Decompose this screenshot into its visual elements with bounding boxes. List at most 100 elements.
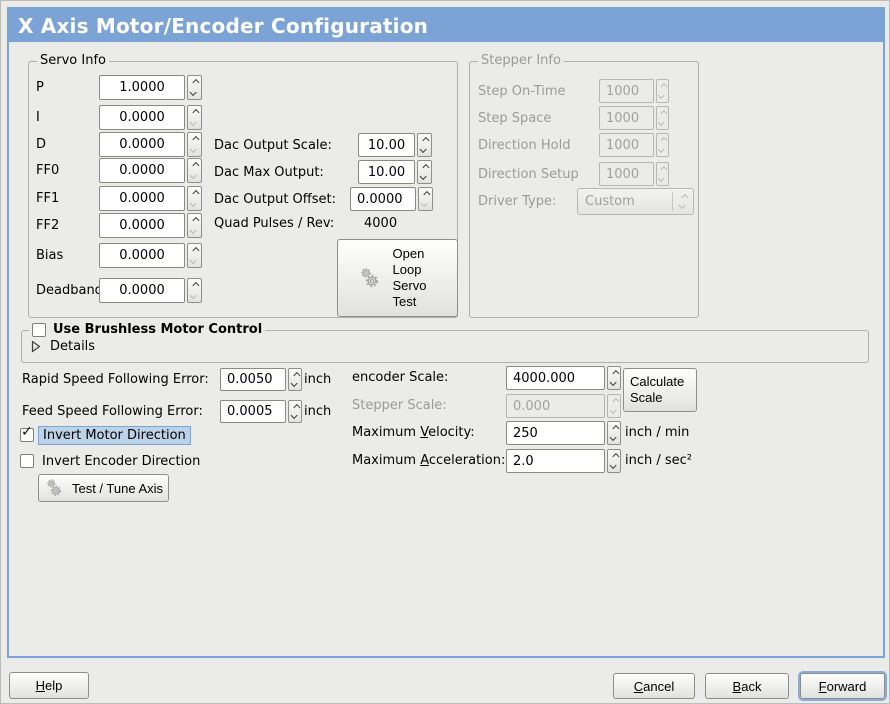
p-spinner[interactable] (187, 75, 202, 100)
step-space-spinner (656, 106, 669, 130)
feed-following-error-input[interactable] (220, 400, 286, 423)
servo-info-legend: Servo Info (37, 53, 109, 68)
driver-type-value: Custom (585, 194, 635, 209)
gears-icon (47, 479, 62, 496)
expander-arrow-icon (31, 340, 41, 353)
stepper-scale-spinner (607, 394, 621, 418)
maximum-acceleration-spinner[interactable] (607, 449, 621, 473)
combo-divider (672, 192, 673, 211)
dac-max-output-spinner[interactable] (417, 160, 432, 184)
ff1-label: FF1 (36, 191, 60, 206)
servo-info-frame: Servo Info P I D FF0 FF1 FF2 (28, 53, 458, 318)
bias-input[interactable] (99, 243, 185, 268)
step-on-time-input (599, 79, 654, 103)
invert-motor-checkbox[interactable]: ✓ (20, 424, 34, 442)
d-label: D (36, 137, 47, 152)
deadband-input[interactable] (99, 278, 185, 303)
ff2-input[interactable] (99, 213, 185, 238)
ff2-spinner[interactable] (187, 213, 202, 238)
step-on-time-spinner (656, 79, 669, 103)
step-on-time-label: Step On-Time (478, 84, 566, 99)
maximum-velocity-unit: inch / min (625, 425, 690, 440)
rapid-following-error-unit: inch (304, 372, 332, 387)
maximum-acceleration-unit: inch / sec² (625, 453, 693, 468)
d-input[interactable] (99, 132, 185, 157)
quad-pulses-value: 4000 (364, 216, 398, 231)
page-title: X Axis Motor/Encoder Configuration (18, 13, 429, 38)
open-loop-servo-test-label: Open Loop Servo Test (392, 246, 427, 309)
ff0-label: FF0 (36, 163, 60, 178)
deadband-spinner[interactable] (187, 278, 202, 303)
open-loop-servo-test-button[interactable]: Open Loop Servo Test (337, 239, 458, 317)
direction-hold-spinner (656, 133, 669, 157)
details-label: Details (50, 339, 96, 354)
encoder-scale-spinner[interactable] (607, 366, 621, 390)
dac-output-scale-label: Dac Output Scale: (214, 138, 332, 153)
stepper-scale-input (506, 394, 605, 418)
direction-setup-label: Direction Setup (478, 167, 579, 182)
invert-encoder-label[interactable]: Invert Encoder Direction (42, 454, 201, 469)
test-tune-axis-button[interactable]: Test / Tune Axis (38, 474, 169, 502)
ff0-input[interactable] (99, 158, 185, 183)
dac-max-output-label: Dac Max Output: (214, 165, 324, 180)
rapid-following-error-spinner[interactable] (288, 368, 302, 391)
p-label: P (36, 80, 44, 95)
page-header: X Axis Motor/Encoder Configuration (9, 9, 883, 42)
invert-motor-label[interactable]: Invert Motor Direction (38, 426, 191, 445)
calculate-scale-label: Calculate Scale (630, 374, 685, 405)
ff1-input[interactable] (99, 186, 185, 211)
step-space-input (599, 106, 654, 130)
rapid-following-error-input[interactable] (220, 368, 286, 391)
details-expander[interactable]: Details (30, 339, 95, 354)
feed-following-error-spinner[interactable] (288, 400, 302, 423)
i-spinner[interactable] (187, 105, 202, 130)
maximum-acceleration-input[interactable] (506, 449, 605, 473)
dac-output-offset-input[interactable] (350, 187, 416, 211)
encoder-scale-input[interactable] (506, 366, 605, 390)
i-input[interactable] (99, 105, 185, 130)
direction-hold-label: Direction Hold (478, 138, 571, 153)
feed-following-error-unit: inch (304, 404, 332, 419)
checkmark-icon: ✓ (21, 424, 33, 440)
dac-output-scale-spinner[interactable] (417, 133, 432, 157)
combo-arrows-icon (673, 193, 693, 210)
ff2-label: FF2 (36, 218, 60, 233)
direction-setup-input (599, 162, 654, 186)
maximum-acceleration-label: Maximum Acceleration: (352, 453, 506, 468)
brushless-frame: Use Brushless Motor Control Details (21, 322, 869, 363)
bias-label: Bias (36, 248, 64, 263)
maximum-velocity-label: Maximum Velocity: (352, 425, 475, 440)
dac-max-output-input[interactable] (358, 160, 415, 184)
maximum-velocity-input[interactable] (506, 421, 605, 445)
use-brushless-checkbox[interactable] (32, 322, 46, 337)
use-brushless-label: Use Brushless Motor Control (53, 322, 263, 337)
page-content: Servo Info P I D FF0 FF1 FF2 (9, 42, 883, 656)
deadband-label: Deadband (36, 283, 103, 298)
d-spinner[interactable] (187, 132, 202, 157)
stepper-scale-label: Stepper Scale: (352, 398, 447, 413)
p-input[interactable] (99, 75, 185, 100)
driver-type-label: Driver Type: (478, 194, 557, 209)
dac-output-offset-label: Dac Output Offset: (214, 192, 336, 207)
quad-pulses-label: Quad Pulses / Rev: (214, 216, 335, 231)
dac-output-offset-spinner[interactable] (418, 187, 433, 211)
step-space-label: Step Space (478, 111, 552, 126)
calculate-scale-button[interactable]: Calculate Scale (623, 368, 697, 412)
direction-hold-input (599, 133, 654, 157)
bias-spinner[interactable] (187, 243, 202, 268)
rapid-following-error-label: Rapid Speed Following Error: (22, 372, 209, 387)
maximum-velocity-spinner[interactable] (607, 421, 621, 445)
ff1-spinner[interactable] (187, 186, 202, 211)
direction-setup-spinner (656, 162, 669, 186)
invert-encoder-checkbox[interactable] (20, 454, 34, 468)
dac-output-scale-input[interactable] (358, 133, 415, 157)
ff0-spinner[interactable] (187, 158, 202, 183)
stepper-info-frame: Stepper Info Step On-Time Step Space Dir… (469, 53, 699, 318)
page-panel: X Axis Motor/Encoder Configuration Servo… (7, 7, 885, 658)
encoder-scale-label: encoder Scale: (352, 370, 449, 385)
